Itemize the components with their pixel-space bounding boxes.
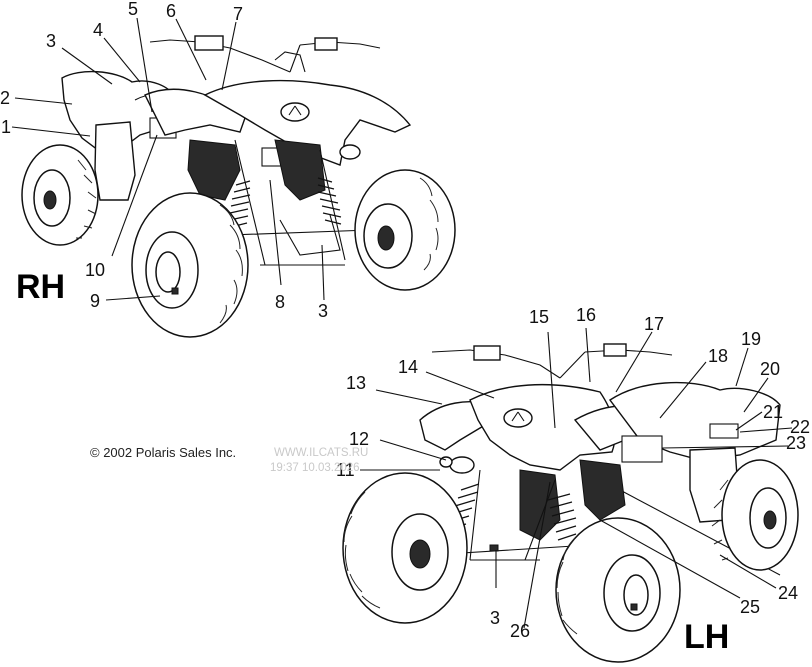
- callout-number: 4: [93, 20, 103, 40]
- rh-rear-body: [61, 70, 179, 201]
- callout-number: 11: [336, 460, 355, 480]
- callout-number: 6: [166, 1, 176, 21]
- callout-number: 22: [790, 417, 810, 437]
- lh-frame: [429, 459, 626, 561]
- watermark-site: WWW.ILCATS.RU: [274, 447, 368, 459]
- atv-right-hand-view: [11, 17, 456, 338]
- lh-rear-body: [608, 381, 781, 576]
- lh-view-label: LH: [684, 618, 729, 656]
- callout-number: 12: [349, 429, 369, 449]
- callout-number: 14: [398, 357, 418, 377]
- lh-front-right-wheel: [555, 517, 681, 663]
- lh-leader-lines: [360, 327, 793, 629]
- callout-number: 24: [778, 583, 798, 603]
- rh-view-label: RH: [16, 268, 65, 306]
- callout-number: 7: [233, 4, 243, 24]
- rh-frame: [187, 139, 371, 266]
- rh-rear-wheel: [21, 144, 99, 246]
- callout-number: 3: [318, 301, 328, 321]
- rh-leader-lines: [11, 17, 325, 301]
- callout-number: 13: [346, 373, 366, 393]
- callout-number: 16: [576, 305, 596, 325]
- lh-front-left-wheel: [342, 472, 468, 624]
- callout-number: 25: [740, 597, 760, 617]
- callout-number: 26: [510, 621, 530, 641]
- callout-number: 3: [490, 608, 500, 628]
- callout-number: 21: [763, 402, 783, 422]
- callout-number: 9: [90, 291, 100, 311]
- rh-front-shocks: [229, 177, 342, 228]
- callout-number: 15: [529, 307, 549, 327]
- callout-number: 10: [85, 260, 105, 280]
- watermark-timestamp: 19:37 10.03.2026: [270, 462, 360, 474]
- lh-handlebar: [431, 343, 673, 379]
- lh-rear-wheel: [711, 459, 799, 571]
- rh-handlebar: [149, 35, 381, 73]
- rh-callouts: 1 2 3 4 5 6 7 10 9 8 3: [0, 0, 328, 321]
- rh-front-left-wheel: [131, 192, 249, 338]
- callout-number: 1: [1, 117, 11, 137]
- rh-front-body: [144, 79, 412, 167]
- callout-number: 5: [128, 0, 138, 19]
- copyright-notice: © 2002 Polaris Sales Inc.: [90, 445, 236, 460]
- callout-number: 20: [760, 359, 780, 379]
- atv-left-hand-view: [342, 327, 799, 663]
- callout-number: 3: [46, 31, 56, 51]
- callout-number: 18: [708, 346, 728, 366]
- callout-number: 8: [275, 292, 285, 312]
- callout-number: 2: [0, 88, 10, 108]
- callout-number: 19: [741, 329, 761, 349]
- callout-number: 17: [644, 314, 664, 334]
- lh-callouts: 15 16 17 18 19 20 14 13 12 11 21 22 23 2…: [336, 305, 810, 641]
- callout-number: 23: [786, 433, 806, 453]
- rh-front-right-wheel: [354, 169, 456, 291]
